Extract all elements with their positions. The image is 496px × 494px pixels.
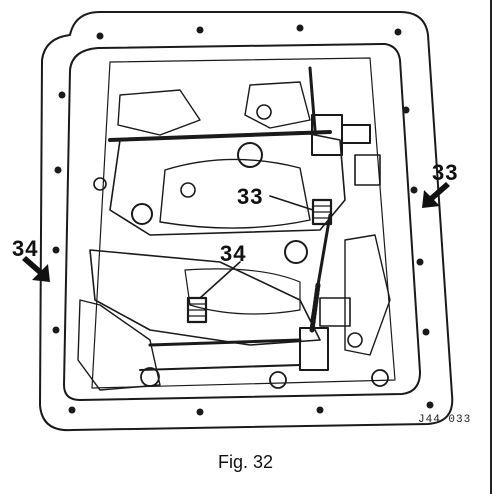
callout-33-outer: 33 bbox=[432, 160, 459, 185]
callout-33-inner: 33 bbox=[237, 184, 264, 209]
figure-caption: Fig. 32 bbox=[218, 452, 274, 472]
reference-code: J44 033 bbox=[418, 414, 472, 426]
arrow-icon bbox=[22, 182, 450, 282]
callout-34-outer: 34 bbox=[12, 236, 39, 261]
callout-34-inner: 34 bbox=[220, 241, 247, 266]
right-border-line bbox=[490, 0, 492, 494]
